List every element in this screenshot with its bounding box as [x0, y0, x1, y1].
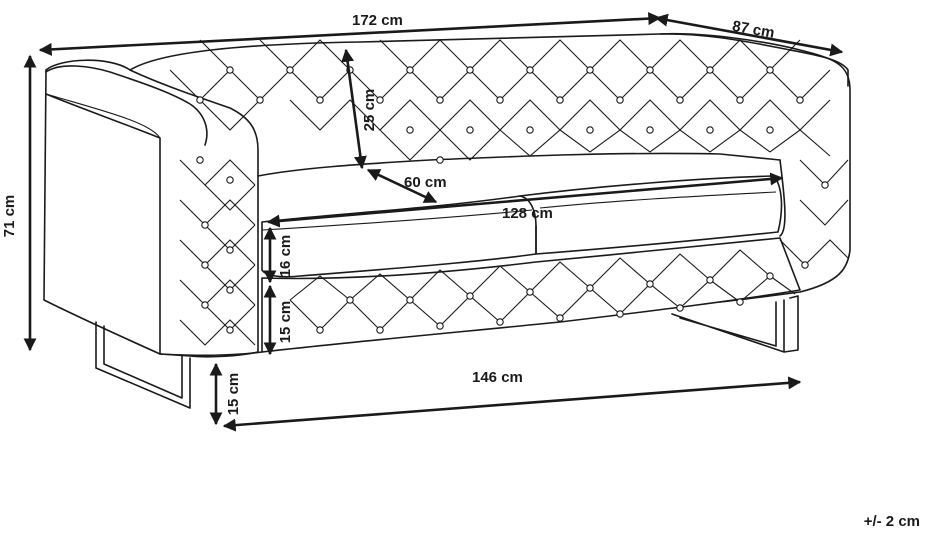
depth-arrow — [654, 13, 844, 57]
back-height-arrow — [341, 48, 367, 170]
right-arm-inner — [779, 159, 786, 237]
back-height-label: 25 cm — [361, 89, 378, 132]
width-label: 172 cm — [352, 12, 403, 29]
seat-depth-label: 60 cm — [404, 174, 447, 191]
seat-base-height-label: 15 cm — [277, 301, 294, 344]
back-rest-base — [257, 152, 781, 177]
left-arm-side-panel — [43, 69, 161, 355]
dimension-lines — [23, 12, 844, 432]
dimension-labels: 172 cm 87 cm 71 cm 25 cm 60 cm 128 cm 16… — [1, 12, 776, 415]
cushion-height-label: 16 cm — [277, 235, 294, 278]
seat-width-arrow — [266, 172, 784, 228]
seat-width-label: 128 cm — [502, 205, 553, 222]
left-arm — [45, 59, 259, 358]
metal-legs — [95, 295, 799, 409]
width-arrow — [38, 12, 662, 56]
seat-cushion-left — [261, 195, 537, 278]
tolerance-note: +/- 2 cm — [863, 513, 920, 530]
left-leg-frame — [95, 321, 191, 409]
leg-span-label: 146 cm — [472, 369, 523, 386]
height-label: 71 cm — [1, 195, 18, 238]
left-arm-roll — [45, 65, 208, 146]
sofa-outline — [43, 32, 851, 358]
leg-height-label: 15 cm — [225, 373, 242, 416]
leg-span-arrow — [222, 376, 802, 432]
right-leg-frame — [671, 295, 799, 353]
tufting-buttons — [196, 66, 829, 334]
